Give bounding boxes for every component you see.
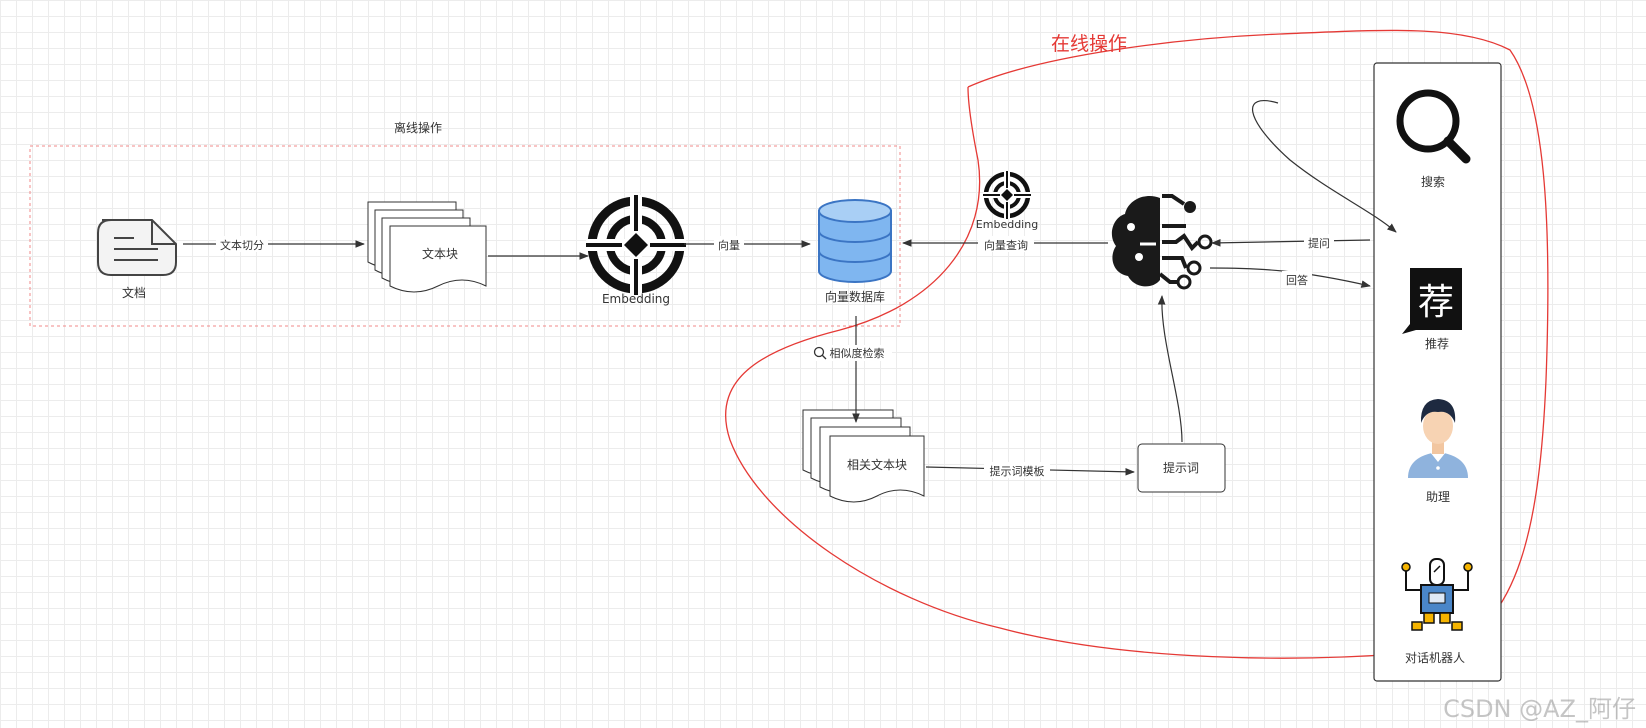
related-chunks-label: 相关文本块: [847, 457, 907, 472]
app-panel: [1373, 62, 1502, 682]
vector-db-label: 向量数据库: [825, 289, 885, 304]
edge-answer: 回答: [1209, 267, 1371, 288]
prompt-box: [1137, 443, 1226, 493]
embedding-icon: [586, 195, 686, 295]
chatbot-label: 对话机器人: [1405, 651, 1465, 665]
robot-icon: [1401, 558, 1473, 631]
edge-similarity-search-label: 相似度检索: [830, 346, 885, 360]
chunk-label: 文本块: [422, 246, 458, 261]
embedding-main-label: Embedding: [602, 292, 670, 306]
online-group-label: 在线操作: [1051, 33, 1127, 55]
doc-label: 文档: [122, 285, 146, 300]
edge-split-label: 文本切分: [220, 238, 264, 252]
edge-ask-label: 提问: [1308, 237, 1330, 250]
edge-prompt-to-ai: [1157, 295, 1183, 443]
edge-similarity-search: 相似度检索: [810, 316, 892, 423]
offline-group-label: 离线操作: [394, 120, 442, 135]
assistant-avatar-icon: [1408, 399, 1468, 478]
recommend-label: 推荐: [1425, 337, 1449, 351]
edge-search-curve: [1252, 100, 1397, 233]
magnifier-icon: [813, 346, 825, 358]
edge-prompt-template-label: 提示词模板: [990, 464, 1045, 478]
recommend-icon: 荐: [1402, 268, 1462, 334]
edge-vector: 向量: [684, 236, 811, 252]
embedding-small-label: Embedding: [976, 218, 1038, 231]
edge-prompt-template: 提示词模板: [925, 462, 1135, 478]
chunk-stack-icon: [367, 201, 487, 293]
edge-answer-label: 回答: [1286, 273, 1308, 287]
online-group-outline: [724, 29, 1549, 659]
search-icon: [1396, 89, 1471, 164]
assistant-label: 助理: [1426, 490, 1450, 504]
edge-ask: 提问: [1211, 234, 1371, 250]
edge-vector-label: 向量: [718, 238, 740, 252]
edge-split: 文本切分: [183, 236, 365, 252]
offline-group-box: [29, 145, 901, 327]
search-label: 搜索: [1421, 174, 1445, 189]
prompt-label: 提示词: [1163, 460, 1199, 475]
ai-brain-icon: [1111, 194, 1213, 290]
recommend-glyph: 荐: [1418, 282, 1454, 323]
doc-icon: [97, 219, 177, 276]
embedding-small-icon: [983, 171, 1031, 219]
edge-vector-query: 向量查询: [902, 236, 1108, 252]
vector-db-icon: [818, 199, 892, 283]
watermark: CSDN @AZ_阿仔: [1443, 695, 1636, 723]
related-chunks-stack-icon: [802, 409, 925, 503]
edge-vector-query-label: 向量查询: [984, 238, 1028, 252]
